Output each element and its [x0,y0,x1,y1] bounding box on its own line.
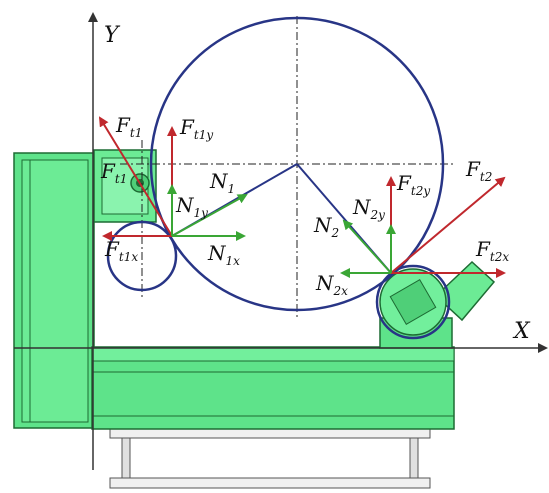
coordinate-axes: Y X [14,12,548,470]
label-ft2: Ft2 [465,157,492,184]
n1-arrow [171,194,248,237]
frame-foot-rail [109,477,431,489]
label-ft1x: Ft1x [104,237,138,264]
label-n2x: N2x [315,271,348,298]
contact-1-forces [98,116,248,241]
label-n2y: N2y [352,195,385,222]
label-ft2y: Ft2y [396,171,430,198]
label-ft1: Ft1 [115,113,142,140]
label-ft2x: Ft2x [475,237,509,264]
centerlines [120,16,455,318]
workpiece-circle [149,16,445,312]
lower-roller-circle [375,264,451,340]
ft1-arrow [98,116,173,237]
label-n1: N1 [209,169,235,196]
n2-arrow [342,219,392,274]
contact-2-forces [340,176,506,278]
force-labels: Ft1 Ft1 Ft1y Ft1x N1 N1y N1x N2 N2y N2x … [100,113,509,298]
lower-roller-assembly [379,260,496,349]
y-axis-label: Y [104,23,121,48]
machine-column-face [21,159,89,423]
ft2-arrow [390,176,506,274]
label-ft1-inner: Ft1 [100,159,127,186]
label-n1y: N1y [175,193,208,220]
label-ft1y: Ft1y [179,115,213,142]
upper-roller-circle [106,220,178,292]
label-n2: N2 [313,213,339,240]
label-n1x: N1x [207,241,240,268]
machine-frame [13,149,496,489]
x-axis-label: X [512,319,531,344]
machine-base-top-strip [91,346,455,362]
